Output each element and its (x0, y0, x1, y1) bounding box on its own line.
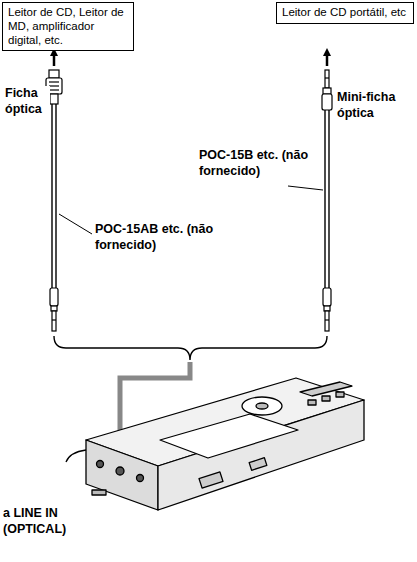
callout-label: Mini-ficha óptica (336, 90, 414, 121)
leader-line (288, 186, 323, 190)
optical-cable (52, 104, 329, 288)
callout-label: POC-15B etc. (não fornecido) (198, 148, 320, 179)
leader-line (59, 214, 92, 234)
mini-optical-plug (50, 288, 331, 331)
callout-label: a LINE IN (OPTICAL) (2, 506, 90, 537)
mini-optical-plug (322, 70, 332, 110)
device-name: Leitor de CD, Leitor de MD, amplificador… (8, 6, 128, 47)
arrow-up (326, 52, 329, 66)
callout-label: Ficha óptica (4, 86, 50, 117)
callout-label: POC-15AB etc. (não fornecido) (94, 222, 236, 253)
device-name: Leitor de CD portátil, etc (282, 6, 408, 20)
arrow-up (53, 52, 56, 66)
md-recorder (66, 378, 364, 510)
device-box: Leitor de CD portátil, etc (276, 2, 414, 24)
brace (54, 336, 327, 360)
device-box: Leitor de CD, Leitor de MD, amplificador… (2, 2, 134, 51)
